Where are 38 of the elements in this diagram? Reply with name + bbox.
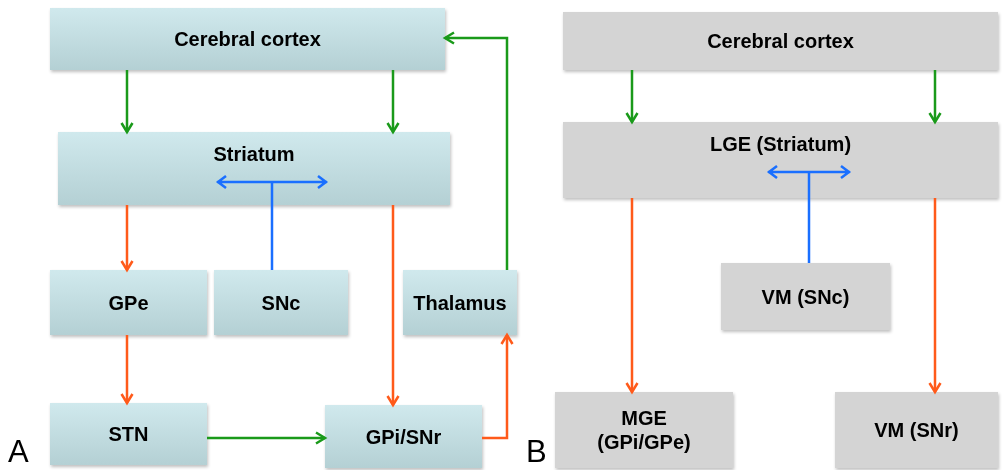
node-label: GPi/SNr	[365, 424, 442, 449]
process-box	[50, 403, 207, 465]
node-label: Cerebral cortex	[174, 27, 321, 51]
arrow	[625, 70, 639, 124]
node-label: STN	[108, 422, 149, 446]
process-box	[58, 132, 450, 205]
panel-letter: A	[8, 436, 29, 467]
node-label: Thalamus	[413, 290, 507, 315]
arrow	[120, 335, 134, 405]
arrow	[207, 431, 327, 445]
arrow	[120, 70, 134, 134]
process-box	[214, 270, 348, 335]
process-box	[835, 392, 998, 468]
process-box	[325, 405, 482, 468]
process-box	[563, 122, 998, 198]
arrow	[928, 70, 942, 124]
process-box	[403, 270, 517, 335]
arrow	[386, 70, 400, 134]
process-box	[563, 12, 998, 70]
node-label: LGE (Striatum)	[709, 132, 852, 156]
arrow	[443, 31, 509, 270]
node-label: Cerebral cortex	[707, 29, 854, 53]
process-box	[721, 263, 890, 330]
panel-letter: B	[526, 436, 547, 467]
process-box	[50, 8, 445, 70]
node-label: VM (SNc)	[761, 284, 850, 309]
node-label: GPe	[108, 290, 149, 315]
node-label: VM (SNr)	[874, 418, 959, 442]
arrow	[928, 198, 942, 394]
process-box	[50, 270, 207, 335]
arrow	[120, 205, 134, 272]
node-label: SNc	[261, 290, 301, 315]
arrow	[625, 198, 639, 394]
arrow	[482, 333, 514, 440]
node-label: Striatum	[213, 142, 295, 166]
process-box	[555, 392, 733, 468]
node-label: MGE (GPi/GPe)	[596, 406, 692, 454]
arrow	[386, 205, 400, 407]
